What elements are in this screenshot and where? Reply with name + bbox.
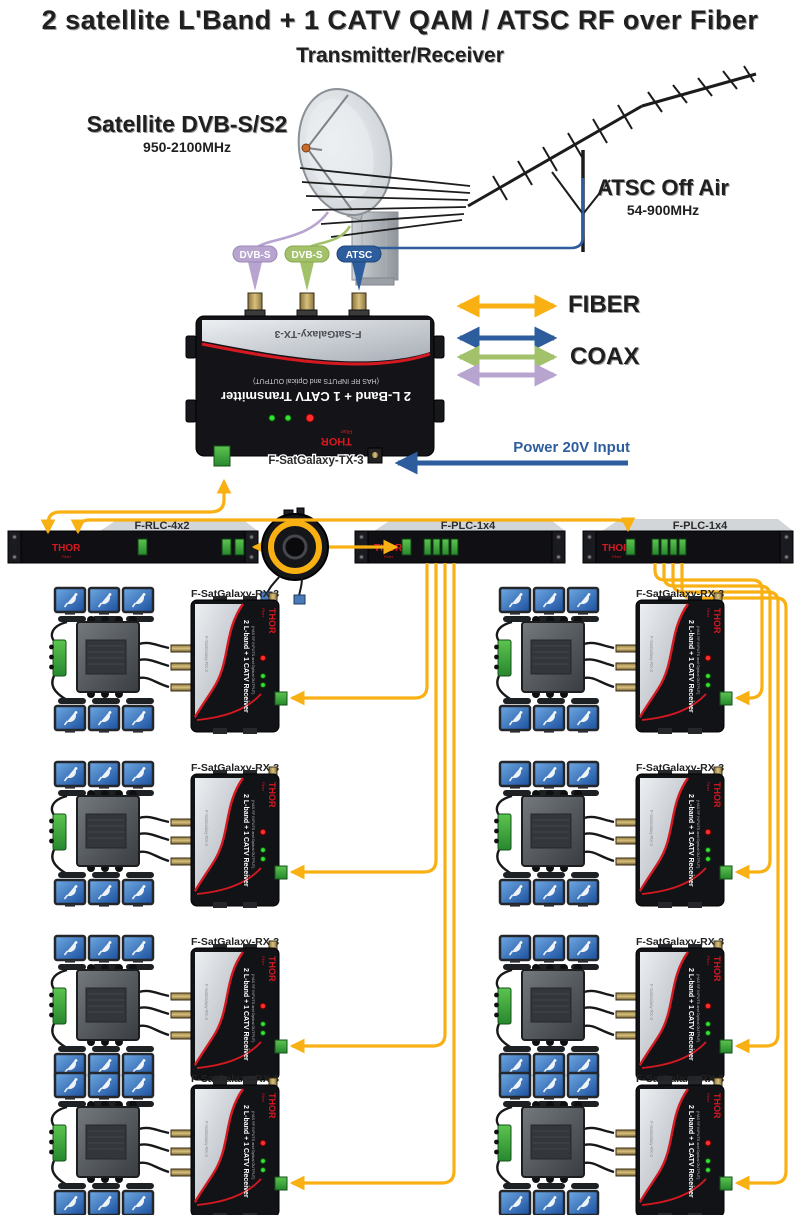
receiver-group: [494, 936, 732, 1082]
receiver-group: [494, 588, 732, 734]
led-green: [284, 414, 292, 422]
legend: [456, 294, 558, 387]
svg-text:Fiber: Fiber: [62, 554, 72, 559]
receiver-group: [494, 1073, 732, 1215]
receiver-group: [49, 1073, 287, 1215]
input-tag-dvbs2: [284, 245, 330, 263]
transmitter-caption: F-SatGalaxy-TX-3: [268, 455, 363, 467]
thor-logo: THOR Fiber: [602, 543, 631, 559]
transmitter-model: F-SatGalaxy-TX-3: [274, 328, 361, 340]
rack-1-label: F-RLC-4x2: [134, 520, 189, 532]
thor-logo: THOR Fiber: [52, 543, 81, 559]
rf-connectors: [244, 292, 370, 318]
led-green: [268, 414, 276, 422]
satellite-label: Satellite DVB-S/S2: [86, 111, 288, 137]
fiber-links: [40, 478, 788, 1191]
power-input-label: Power 20V Input: [513, 439, 630, 456]
rack-3-label: F-PLC-1x4: [673, 520, 728, 532]
atsc-label: ATSC Off Air: [597, 175, 729, 200]
coax-cable-purple: [255, 211, 330, 250]
rack-1: F-RLC-4x2 THOR Fiber: [7, 519, 259, 564]
receiver-group: [494, 762, 732, 908]
fiber-link-tx-to-rack1: [40, 478, 232, 535]
fiber-link-rack1-to-rack3: [70, 517, 636, 535]
rack-2-label: F-PLC-1x4: [441, 520, 496, 532]
page-subtitle: Transmitter/Receiver: [296, 44, 504, 67]
transmitter-title: 2 L-Band + 1 CATV Transmitter: [221, 389, 411, 404]
receiver-group: [49, 762, 287, 908]
led-red: [305, 413, 315, 423]
receiver-group: [49, 936, 287, 1082]
fiber-port: [137, 538, 148, 556]
input-tag-atsc: [336, 245, 382, 263]
rack-2: F-PLC-1x4 THOR Fiber: [354, 519, 566, 564]
svg-text:DVB-S: DVB-S: [291, 250, 322, 261]
legend-coax-label: COAX: [570, 343, 640, 370]
rack-3: F-PLC-1x4 THOR Fiber: [582, 519, 794, 564]
svg-text:Fiber: Fiber: [612, 554, 622, 559]
svg-text:ATSC: ATSC: [346, 250, 372, 261]
atsc-range: 54-900MHz: [626, 202, 700, 218]
svg-text:THOR: THOR: [602, 543, 631, 554]
atsc-antenna: [299, 65, 757, 252]
legend-fiber-label: FIBER: [568, 291, 640, 318]
page-title: 2 satellite L'Band + 1 CATV QAM / ATSC R…: [41, 5, 759, 35]
svg-text:THOR: THOR: [52, 543, 81, 554]
input-tags: DVB-S DVB-S ATSC: [232, 245, 382, 291]
fiber-output-port: [213, 445, 231, 467]
coax-cable-green: [307, 225, 352, 250]
satellite-range: 950-2100MHz: [143, 139, 231, 155]
svg-text:DVB-S: DVB-S: [239, 250, 270, 261]
svg-text:THOR: THOR: [321, 435, 352, 447]
receiver-group: [49, 588, 287, 734]
svg-text:Fiber: Fiber: [384, 554, 394, 559]
input-tag-dvbs1: [232, 245, 278, 263]
fiber-port: [401, 538, 412, 556]
fiber-port: [625, 538, 636, 556]
transmitter-io-note: (HAS RF INPUTS and Optical OUTPUT): [253, 377, 379, 384]
thor-logo: THOR Fiber: [321, 428, 352, 447]
transmitter-unit: F-SatGalaxy-TX-3 2 L-Band + 1 CATV Trans…: [185, 315, 445, 468]
svg-text:Fiber: Fiber: [340, 428, 352, 434]
